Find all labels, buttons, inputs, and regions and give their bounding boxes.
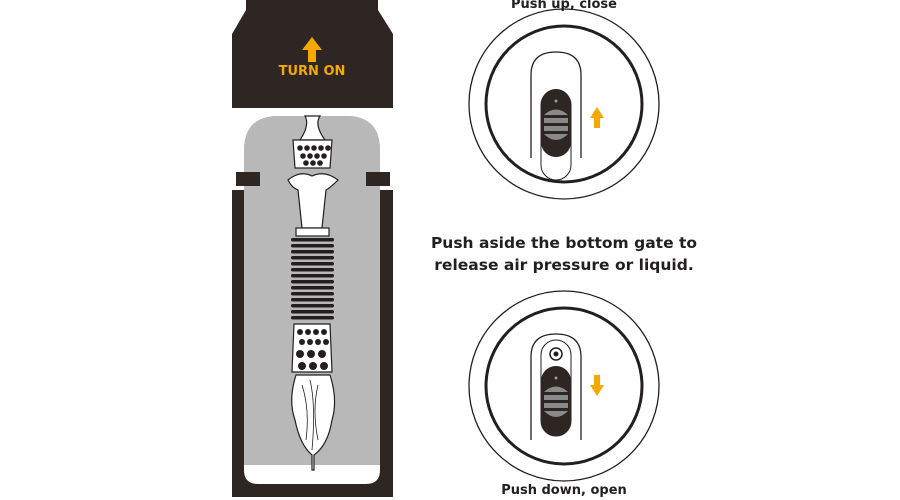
rib [291,256,334,260]
rib [291,316,334,320]
rib [291,292,334,296]
rib [291,304,334,308]
rib [291,280,334,284]
rib [291,310,334,314]
rib [291,274,334,278]
rib [291,244,334,248]
slider-knob-open [541,366,571,436]
up-arrow-icon [302,37,322,62]
inner-structure [287,115,339,237]
rib [291,238,334,242]
instruction-line-1: Push aside the bottom gate to [430,234,698,252]
inner-sleeve [244,116,380,465]
turn-on-label: TURN ON [278,64,346,79]
rib [291,262,334,266]
instruction-caption: Push aside the bottom gate to release ai… [414,232,714,276]
up-arrow-icon [590,107,604,128]
rib [291,286,334,290]
rib [291,298,334,302]
push-up-caption: Push up, close [511,0,617,12]
open-dial [468,290,660,482]
rib [291,250,334,254]
rib [291,268,334,272]
push-down-caption: Push down, open [501,483,627,498]
ribbed-channel [291,238,334,320]
lower-chamber [291,323,336,471]
down-arrow-icon [590,375,604,396]
close-dial [468,8,660,200]
instruction-line-2: release air pressure or liquid. [434,256,694,274]
casing [232,172,393,497]
